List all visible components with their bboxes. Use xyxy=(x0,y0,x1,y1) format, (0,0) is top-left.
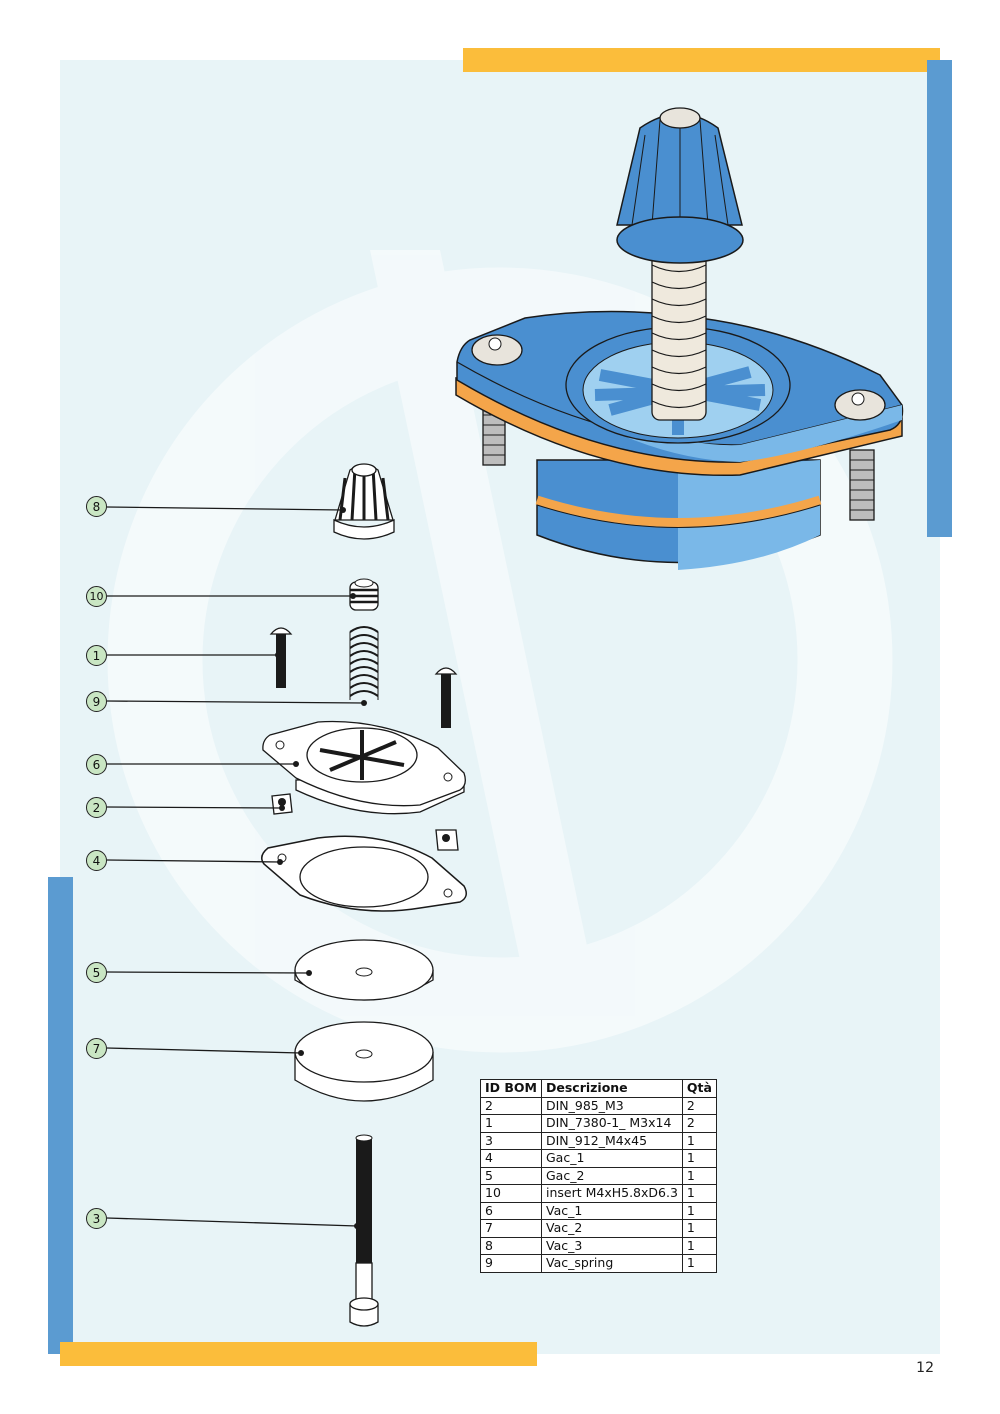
table-row: 7 Vac_2 1 xyxy=(480,1219,717,1238)
callout-4: 4 xyxy=(86,850,107,871)
bom-qty: 1 xyxy=(681,1149,717,1168)
callout-2: 2 xyxy=(86,797,107,818)
bom-description: Vac_3 xyxy=(540,1236,683,1255)
callout-6: 6 xyxy=(86,754,107,775)
callout-9: 9 xyxy=(86,691,107,712)
bom-id: 3 xyxy=(480,1131,542,1150)
part-spring-9 xyxy=(349,626,379,700)
part-screw-1-right xyxy=(434,667,458,728)
bom-description: insert M4xH5.8xD6.3 xyxy=(540,1184,683,1203)
bom-qty: 1 xyxy=(681,1184,717,1203)
bom-description: DIN_985_M3 xyxy=(540,1096,683,1115)
bom-id: 5 xyxy=(480,1166,542,1185)
part-gasket-4 xyxy=(261,835,467,912)
bom-id: 4 xyxy=(480,1149,542,1168)
bottom-orange-bar xyxy=(60,1342,537,1366)
callout-7: 7 xyxy=(86,1038,107,1059)
table-row: 9 Vac_spring 1 xyxy=(480,1254,717,1273)
callout-1: 1 xyxy=(86,645,107,666)
assembled-bolt-head-left xyxy=(471,334,523,366)
part-nut-2-right xyxy=(435,829,459,851)
right-blue-bar xyxy=(927,60,952,537)
bom-qty: 1 xyxy=(681,1219,717,1238)
bom-table: ID BOM Descrizione Qtà 2 DIN_985_M3 2 1 … xyxy=(480,1079,717,1273)
table-row: 3 DIN_912_M4x45 1 xyxy=(480,1131,717,1150)
bom-description: Vac_1 xyxy=(540,1201,683,1220)
table-row: 5 Gac_2 1 xyxy=(480,1166,717,1185)
callout-3: 3 xyxy=(86,1208,107,1229)
top-orange-bar xyxy=(463,48,940,72)
exploded-view xyxy=(261,463,467,1327)
bom-id: 10 xyxy=(480,1184,542,1203)
bom-qty: 2 xyxy=(681,1096,717,1115)
leader-lines xyxy=(106,506,365,1227)
assembled-spring xyxy=(651,249,707,421)
table-row: 6 Vac_1 1 xyxy=(480,1201,717,1220)
callout-10: 10 xyxy=(86,586,107,607)
part-disc-5 xyxy=(294,939,434,1001)
callout-8: 8 xyxy=(86,496,107,517)
bom-header-description: Descrizione xyxy=(540,1079,683,1098)
leader-dots xyxy=(275,507,367,1229)
bom-qty: 1 xyxy=(681,1201,717,1220)
table-row: 1 DIN_7380-1_ M3x14 2 xyxy=(480,1114,717,1133)
bom-header-id: ID BOM xyxy=(480,1079,542,1098)
bom-qty: 1 xyxy=(681,1166,717,1185)
page-number: 12 xyxy=(916,1360,934,1376)
assembled-screw-right xyxy=(849,449,875,521)
bom-description: DIN_7380-1_ M3x14 xyxy=(540,1114,683,1133)
part-knob-8 xyxy=(333,463,395,540)
part-screw-1-left xyxy=(269,627,293,688)
table-row: 4 Gac_1 1 xyxy=(480,1149,717,1168)
table-row: 2 DIN_985_M3 2 xyxy=(480,1096,717,1115)
bom-description: Gac_2 xyxy=(540,1166,683,1185)
bom-header-row: ID BOM Descrizione Qtà xyxy=(480,1079,717,1098)
part-insert-10 xyxy=(349,578,379,611)
part-disc-7 xyxy=(294,1021,434,1102)
bom-id: 8 xyxy=(480,1236,542,1255)
assembled-knob xyxy=(616,107,744,264)
watermark-logo xyxy=(107,250,893,1053)
bom-id: 7 xyxy=(480,1219,542,1238)
bom-header-qty: Qtà xyxy=(681,1079,717,1098)
bom-id: 1 xyxy=(480,1114,542,1133)
callout-5: 5 xyxy=(86,962,107,983)
bom-description: Vac_2 xyxy=(540,1219,683,1238)
left-blue-bar xyxy=(48,877,73,1354)
bom-description: Vac_spring xyxy=(540,1254,683,1273)
bom-qty: 1 xyxy=(681,1131,717,1150)
bom-qty: 2 xyxy=(681,1114,717,1133)
bom-qty: 1 xyxy=(681,1254,717,1273)
bom-description: Gac_1 xyxy=(540,1149,683,1168)
bom-id: 6 xyxy=(480,1201,542,1220)
bom-id: 9 xyxy=(480,1254,542,1273)
table-row: 10 insert M4xH5.8xD6.3 1 xyxy=(480,1184,717,1203)
part-flange-6 xyxy=(262,720,466,815)
table-row: 8 Vac_3 1 xyxy=(480,1236,717,1255)
bom-qty: 1 xyxy=(681,1236,717,1255)
assembled-view xyxy=(455,107,904,570)
bom-id: 2 xyxy=(480,1096,542,1115)
part-screw-3 xyxy=(349,1134,379,1327)
assembled-bolt-head-right xyxy=(834,389,886,421)
bom-description: DIN_912_M4x45 xyxy=(540,1131,683,1150)
